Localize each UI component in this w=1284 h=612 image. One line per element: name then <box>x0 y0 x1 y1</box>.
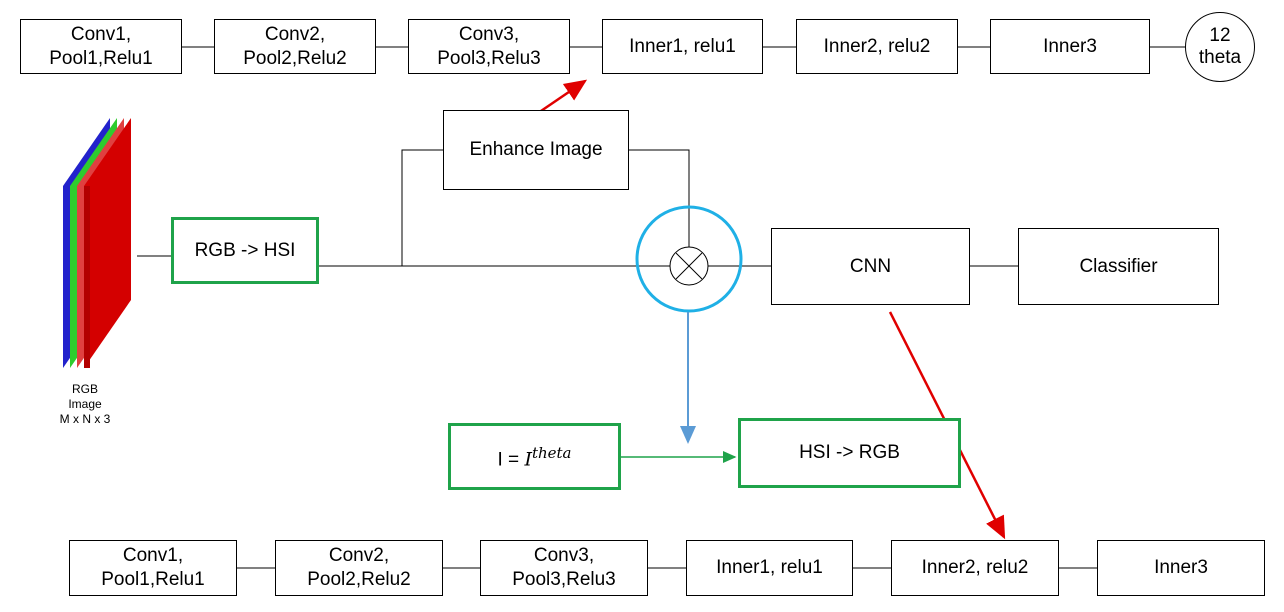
bottom-inner2-label: Inner2, relu2 <box>921 557 1029 578</box>
image-caption-line3: M x N x 3 <box>59 412 111 426</box>
cnn-box: CNN <box>771 228 970 305</box>
theta-output-label: theta <box>1198 47 1242 68</box>
top-conv3-box: Conv3, Pool3,Relu3 <box>408 19 570 74</box>
top-conv2-box: Conv2, Pool2,Relu2 <box>214 19 376 74</box>
top-conv2-line2: Pool2,Relu2 <box>243 47 347 69</box>
theta-output-count: 12 <box>1209 25 1231 46</box>
enhance-image-label: Enhance Image <box>469 139 603 160</box>
bottom-inner2-box: Inner2, relu2 <box>891 540 1059 596</box>
bottom-inner3-label: Inner3 <box>1154 557 1208 578</box>
bottom-conv2-line1: Conv2, <box>328 545 390 566</box>
bottom-inner3-box: Inner3 <box>1097 540 1265 596</box>
classifier-label: Classifier <box>1079 255 1158 277</box>
bottom-conv1-box: Conv1, Pool1,Relu1 <box>69 540 237 596</box>
theta-output-node: 12 theta <box>1185 12 1255 82</box>
bottom-conv2-box: Conv2, Pool2,Relu2 <box>275 540 443 596</box>
rgb-to-hsi-label: RGB -> HSI <box>194 239 296 261</box>
formula-box: I = Itheta <box>448 423 621 490</box>
classifier-box: Classifier <box>1018 228 1219 305</box>
formula-lhs: I = <box>497 449 525 471</box>
middle-connectors <box>137 149 1018 267</box>
top-inner2-label: Inner2, relu2 <box>823 35 931 57</box>
top-conv1-line2: Pool1,Relu1 <box>49 47 153 69</box>
bottom-conv3-box: Conv3, Pool3,Relu3 <box>480 540 648 596</box>
image-caption-line2: Image <box>68 397 102 411</box>
image-caption-line1: RGB <box>71 382 98 396</box>
cnn-label: CNN <box>849 255 892 277</box>
top-inner3-box: Inner3 <box>990 19 1150 74</box>
hsi-to-rgb-box: HSI -> RGB <box>738 418 961 488</box>
top-inner2-box: Inner2, relu2 <box>796 19 958 74</box>
rgb-image-stack <box>63 118 131 368</box>
formula-label: I = Itheta <box>498 441 572 472</box>
rgb-to-hsi-box: RGB -> HSI <box>171 217 319 284</box>
multiply-icon <box>669 246 709 286</box>
bottom-inner1-label: Inner1, relu1 <box>716 557 823 578</box>
formula-base: I <box>524 448 532 471</box>
bottom-conv3-line2: Pool3,Relu3 <box>512 569 616 590</box>
bottom-inner1-box: Inner1, relu1 <box>686 540 853 596</box>
top-inner1-label: Inner1, relu1 <box>629 35 736 57</box>
top-conv1-line1: Conv1, <box>70 23 132 45</box>
enhance-image-box: Enhance Image <box>443 110 629 190</box>
hsi-to-rgb-label: HSI -> RGB <box>799 442 900 463</box>
top-inner3-label: Inner3 <box>1043 35 1097 57</box>
image-caption: RGB Image M x N x 3 <box>50 382 120 427</box>
formula-exponent: theta <box>531 443 572 462</box>
top-conv3-line1: Conv3, <box>458 23 520 45</box>
top-inner1-box: Inner1, relu1 <box>602 19 763 74</box>
bottom-conv2-line2: Pool2,Relu2 <box>307 569 411 590</box>
top-conv3-line2: Pool3,Relu3 <box>437 47 541 69</box>
bottom-conv1-line1: Conv1, <box>122 545 184 566</box>
bottom-conv1-line2: Pool1,Relu1 <box>101 569 205 590</box>
top-conv1-box: Conv1, Pool1,Relu1 <box>20 19 182 74</box>
highlight-circle <box>635 205 743 313</box>
top-conv2-line1: Conv2, <box>264 23 326 45</box>
bottom-conv3-line1: Conv3, <box>533 545 595 566</box>
